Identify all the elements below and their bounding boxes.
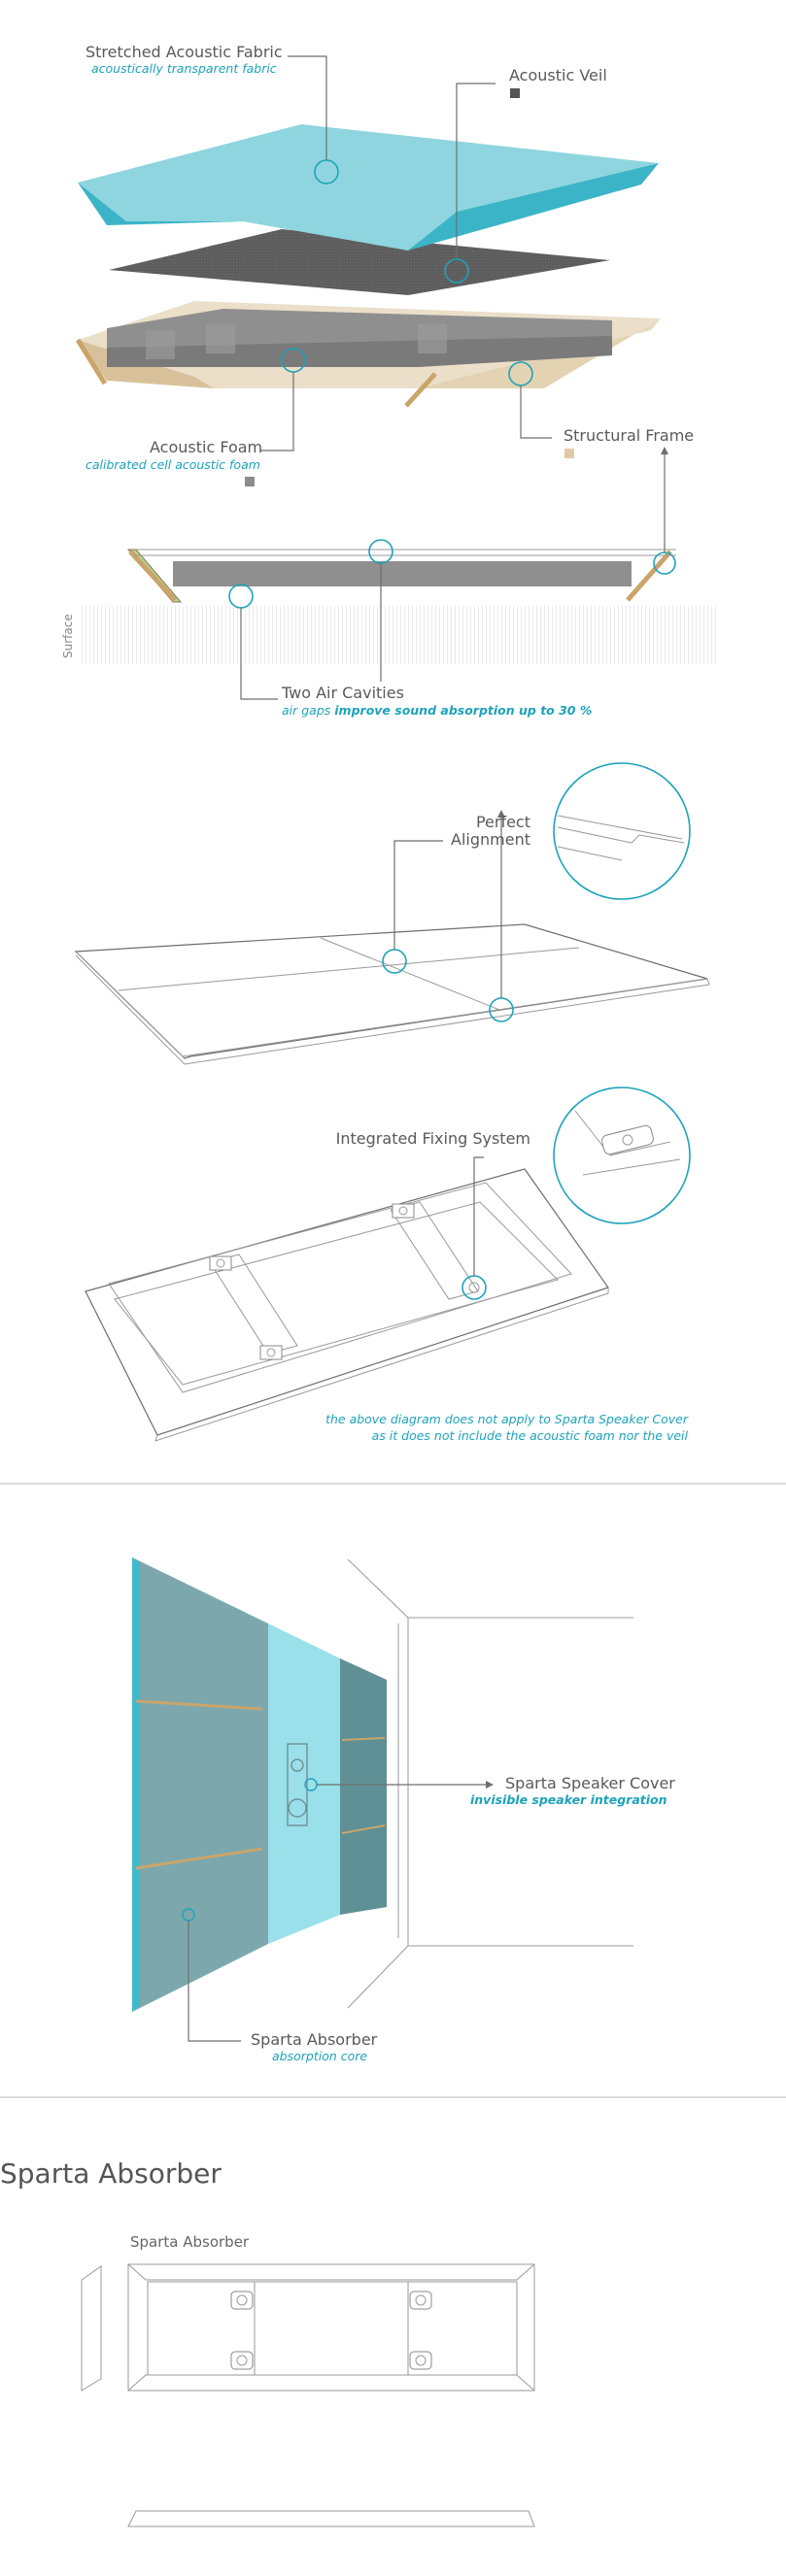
exploded-view: Stretched Acoustic Fabric acoustically t… [75,43,694,486]
acoustic-foam-layer [107,309,612,367]
mount-bracket-top-right [409,2291,432,2310]
mount-bracket-bottom-right [409,2351,432,2370]
product-view: Sparta Absorber Sparta Absorber [0,2158,535,2527]
speaker-cover-panel [268,1623,340,1944]
mount-bracket-bottom-left [230,2351,254,2370]
alignment-label-1: Perfect [476,813,530,831]
absorber-panel-right [340,1658,387,1915]
cavities-sub-bold: improve sound absorption up to 30 % [334,703,592,718]
fixing-zoom-callout [553,1087,691,1224]
cavities-sub-plain: air gaps [282,703,334,718]
fabric-sublabel: acoustically transparent fabric [91,61,277,76]
product-heading: Sparta Absorber [0,2158,222,2190]
speaker-sublabel: invisible speaker integration [470,1792,667,1807]
mount-bracket-top-left [230,2291,254,2310]
panel-foam [173,561,632,586]
fixing-note-2: as it does not include the acoustic foam… [372,1428,689,1443]
cavity-marker-center [368,539,393,564]
fixing-view: Integrated Fixing System the above diagr… [85,1087,691,1443]
frame-label: Structural Frame [564,426,694,445]
foam-swatch [245,477,255,486]
product-caption: Sparta Absorber [130,2233,250,2251]
acoustic-fabric-layer [78,124,659,251]
veil-swatch [510,88,520,98]
speaker-label: Sparta Speaker Cover [505,1774,675,1792]
alignment-label-2: Alignment [451,830,530,849]
absorber-label: Sparta Absorber [251,2030,378,2049]
cavity-marker-left [228,584,254,609]
cavities-sub: air gaps improve sound absorption up to … [282,703,592,718]
veil-label: Acoustic Veil [509,66,607,84]
fixing-note-1: the above diagram does not apply to Spar… [325,1412,689,1426]
cavities-title: Two Air Cavities [281,684,404,702]
surface-area [82,606,719,664]
surface-label: Surface [61,614,75,658]
wall-view: Sparta Speaker Cover invisible speaker i… [132,1557,675,2063]
fabric-label: Stretched Acoustic Fabric [85,43,283,61]
alignment-view: Perfect Alignment [74,762,710,1065]
speaker-outline [287,1743,308,1826]
alignment-zoom-callout [553,762,691,900]
foam-sublabel: calibrated cell acoustic foam [85,457,260,472]
acoustic-veil-layer [109,229,610,295]
foam-label: Acoustic Foam [150,438,262,456]
cavities-view: Surface Two Air Cavities air gaps improv… [61,447,719,718]
absorber-panel-left [132,1557,268,2012]
absorber-sublabel: absorption core [272,2049,367,2063]
frame-swatch [564,449,574,458]
fixing-label: Integrated Fixing System [336,1129,530,1148]
fixing-marker [461,1275,487,1300]
alignment-marker-center [382,949,407,974]
